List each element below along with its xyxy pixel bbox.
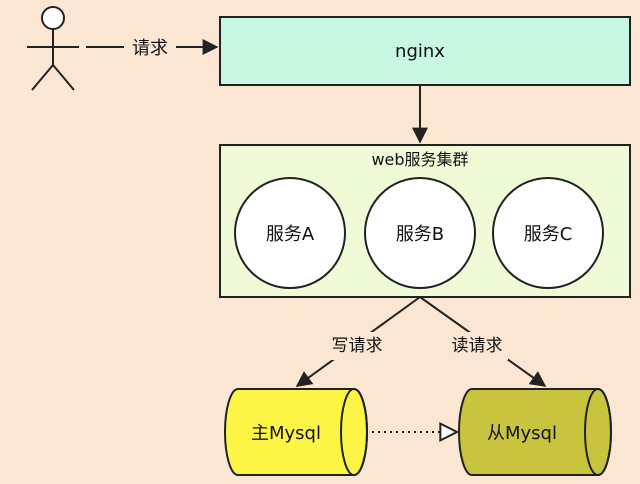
service-node-c: 服务C [492, 177, 604, 289]
service-label-b: 服务B [396, 224, 444, 245]
read-label-bg [446, 332, 508, 360]
master-mysql-cylinder: 主Mysql [224, 388, 368, 476]
slave-mysql-label: 从Mysql [487, 423, 557, 444]
request-label-bg [124, 34, 176, 60]
read-label: 读请求 [452, 336, 503, 356]
nginx-box [219, 16, 631, 86]
service-node-b: 服务B [364, 177, 476, 289]
slave-mysql-cylinder: 从Mysql [458, 388, 612, 476]
service-label-a: 服务A [266, 224, 315, 245]
write-label: 写请求 [332, 336, 383, 356]
master-mysql-label: 主Mysql [251, 423, 321, 444]
write-label-bg [326, 332, 388, 360]
nginx-label: nginx [395, 41, 445, 62]
web-cluster-title: web服务集群 [371, 150, 468, 169]
service-node-a: 服务A [234, 177, 346, 289]
user-actor-icon [27, 6, 79, 91]
request-label: 请求 [132, 38, 168, 59]
service-label-c: 服务C [524, 224, 573, 245]
